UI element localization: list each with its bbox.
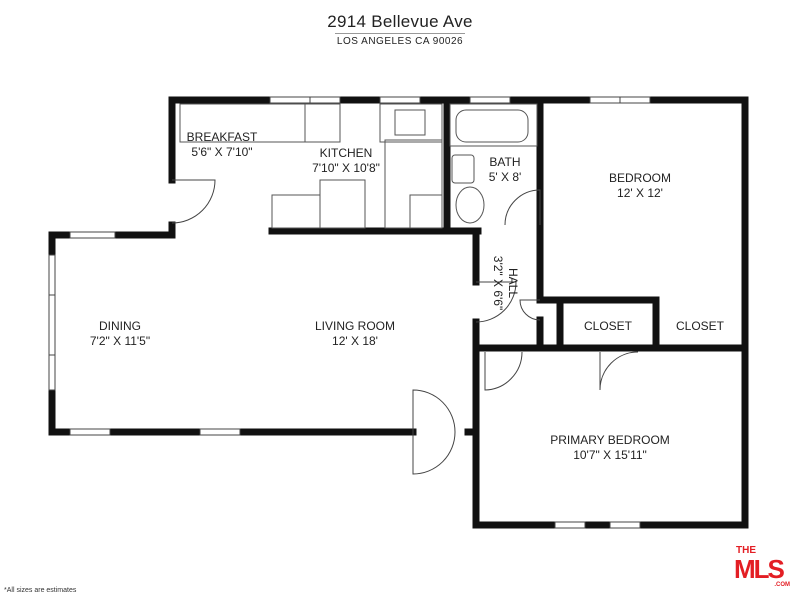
fixtures bbox=[179, 103, 538, 229]
city-subtitle: LOS ANGELES CA 90026 bbox=[336, 36, 464, 47]
windows bbox=[48, 96, 651, 529]
doors bbox=[171, 179, 639, 475]
room-closet-1: CLOSET bbox=[583, 319, 633, 333]
room-closet-2: CLOSET bbox=[675, 319, 725, 333]
address-title: 2914 Bellevue Ave bbox=[327, 12, 473, 31]
title-divider bbox=[335, 33, 465, 34]
sizes-note: *All sizes are estimates bbox=[4, 587, 77, 594]
